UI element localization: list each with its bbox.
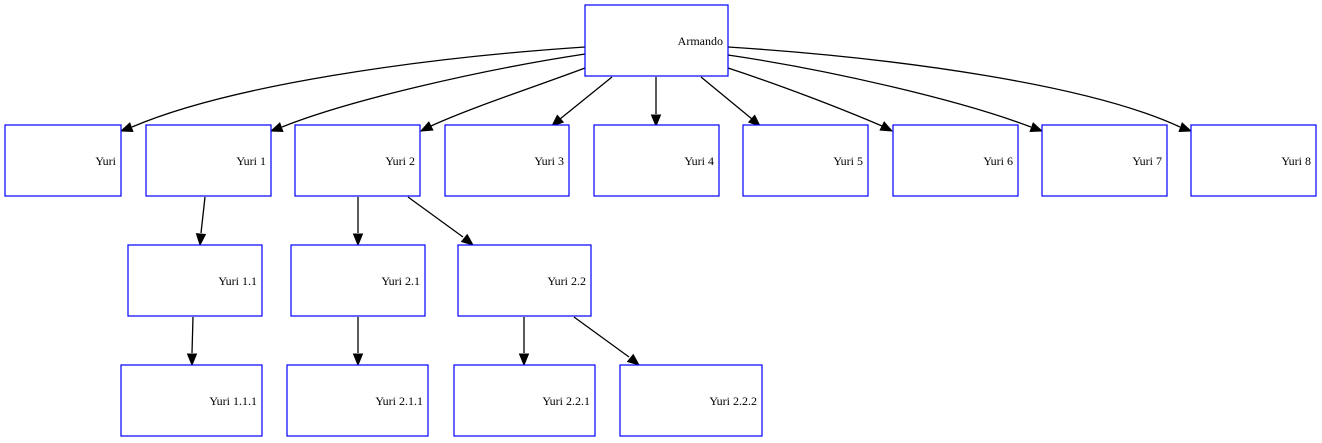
edge-yuri22-to-yuri221 [518,317,530,367]
edge-line [281,53,586,128]
node-yuri-7[interactable]: Yuri 7 [1041,124,1168,197]
edge-line [200,196,206,234]
arrowhead-icon [352,233,364,247]
node-yuri-5[interactable]: Yuri 5 [742,124,869,197]
edge-yuri1-to-yuri11 [195,196,207,247]
edge-armando-to-yuri5 [700,76,761,127]
edge-armando-to-yuri8 [727,46,1193,132]
edge-yuri11-to-yuri111 [186,316,198,367]
node-label: Yuri 1 [236,154,266,168]
edge-line [559,76,613,120]
node-yuri-8[interactable]: Yuri 8 [1190,124,1317,197]
node-yuri-1[interactable]: Yuri 1 [145,124,272,197]
node-yuri-2-2[interactable]: Yuri 2.2 [457,244,592,317]
node-yuri-2[interactable]: Yuri 2 [294,124,421,197]
arrowhead-icon [419,121,434,132]
arrowhead-icon [650,114,662,128]
edge-line [407,196,464,238]
node-label: Yuri 1.1 [218,274,257,288]
edge-yuri21-to-yuri211 [352,317,364,367]
arrowhead-icon [119,122,134,132]
edge-line [727,54,1032,128]
node-yuri-4[interactable]: Yuri 4 [593,124,720,197]
edge-line [430,67,586,127]
node-yuri-3[interactable]: Yuri 3 [444,124,570,197]
node-yuri-2-1-1[interactable]: Yuri 2.1.1 [286,364,429,437]
node-yuri-2-2-1[interactable]: Yuri 2.2.1 [453,364,596,437]
node-label: Yuri 2.2 [547,274,586,288]
edge-armando-to-yuri6 [727,67,894,132]
node-label: Yuri 7 [1132,154,1162,168]
arrowhead-icon [269,122,284,132]
node-label: Yuri 8 [1281,154,1311,168]
node-label: Yuri 3 [534,154,564,168]
edge-armando-to-yuri7 [727,54,1044,132]
edge-yuri2-to-yuri22 [407,196,475,246]
arrowhead-icon [1029,122,1044,132]
node-label: Yuri [95,154,116,168]
arrowhead-icon [626,353,641,366]
edge-armando-to-yuri4 [650,77,662,128]
arrowhead-icon [352,353,364,367]
node-label: Yuri 2.1 [381,274,420,288]
node-yuri[interactable]: Yuri [4,124,122,197]
arrowhead-icon [460,233,475,246]
node-label: Armando [678,34,723,48]
arrowhead-icon [186,353,198,367]
node-label: Yuri 2 [385,154,415,168]
node-yuri-1-1-1[interactable]: Yuri 1.1.1 [120,364,263,437]
arrowhead-icon [551,114,565,127]
arrowhead-icon [1178,122,1193,132]
node-label: Yuri 4 [684,154,714,168]
node-yuri-2-2-2[interactable]: Yuri 2.2.2 [619,364,763,437]
edge-line [191,316,194,354]
edge-armando-to-yuri1 [269,53,586,132]
arrowhead-icon [195,233,207,247]
node-label: Yuri 2.1.1 [375,394,423,408]
node-label: Yuri 1.1.1 [209,394,257,408]
edge-line [700,76,753,120]
node-label: Yuri 2.2.1 [542,394,590,408]
node-label: Yuri 6 [983,154,1013,168]
node-yuri-2-1[interactable]: Yuri 2.1 [290,244,426,317]
edge-armando-to-yuri2 [419,67,586,132]
node-label: Yuri 5 [833,154,863,168]
arrowhead-icon [879,121,894,132]
edge-armando-to-yuri3 [551,76,613,127]
edge-line [727,46,1181,128]
node-label: Yuri 2.2.2 [709,394,757,408]
arrowhead-icon [747,114,761,127]
edge-line [573,316,630,358]
edge-armando-to-yuri [119,46,586,132]
edge-yuri2-to-yuri21 [352,197,364,247]
node-yuri-1-1[interactable]: Yuri 1.1 [127,244,263,317]
edge-line [131,46,586,128]
node-yuri-6[interactable]: Yuri 6 [892,124,1019,197]
arrowhead-icon [518,353,530,367]
edges-layer [119,46,1193,367]
edge-yuri22-to-yuri222 [573,316,641,366]
node-armando[interactable]: Armando [584,4,729,77]
edge-line [727,67,883,127]
